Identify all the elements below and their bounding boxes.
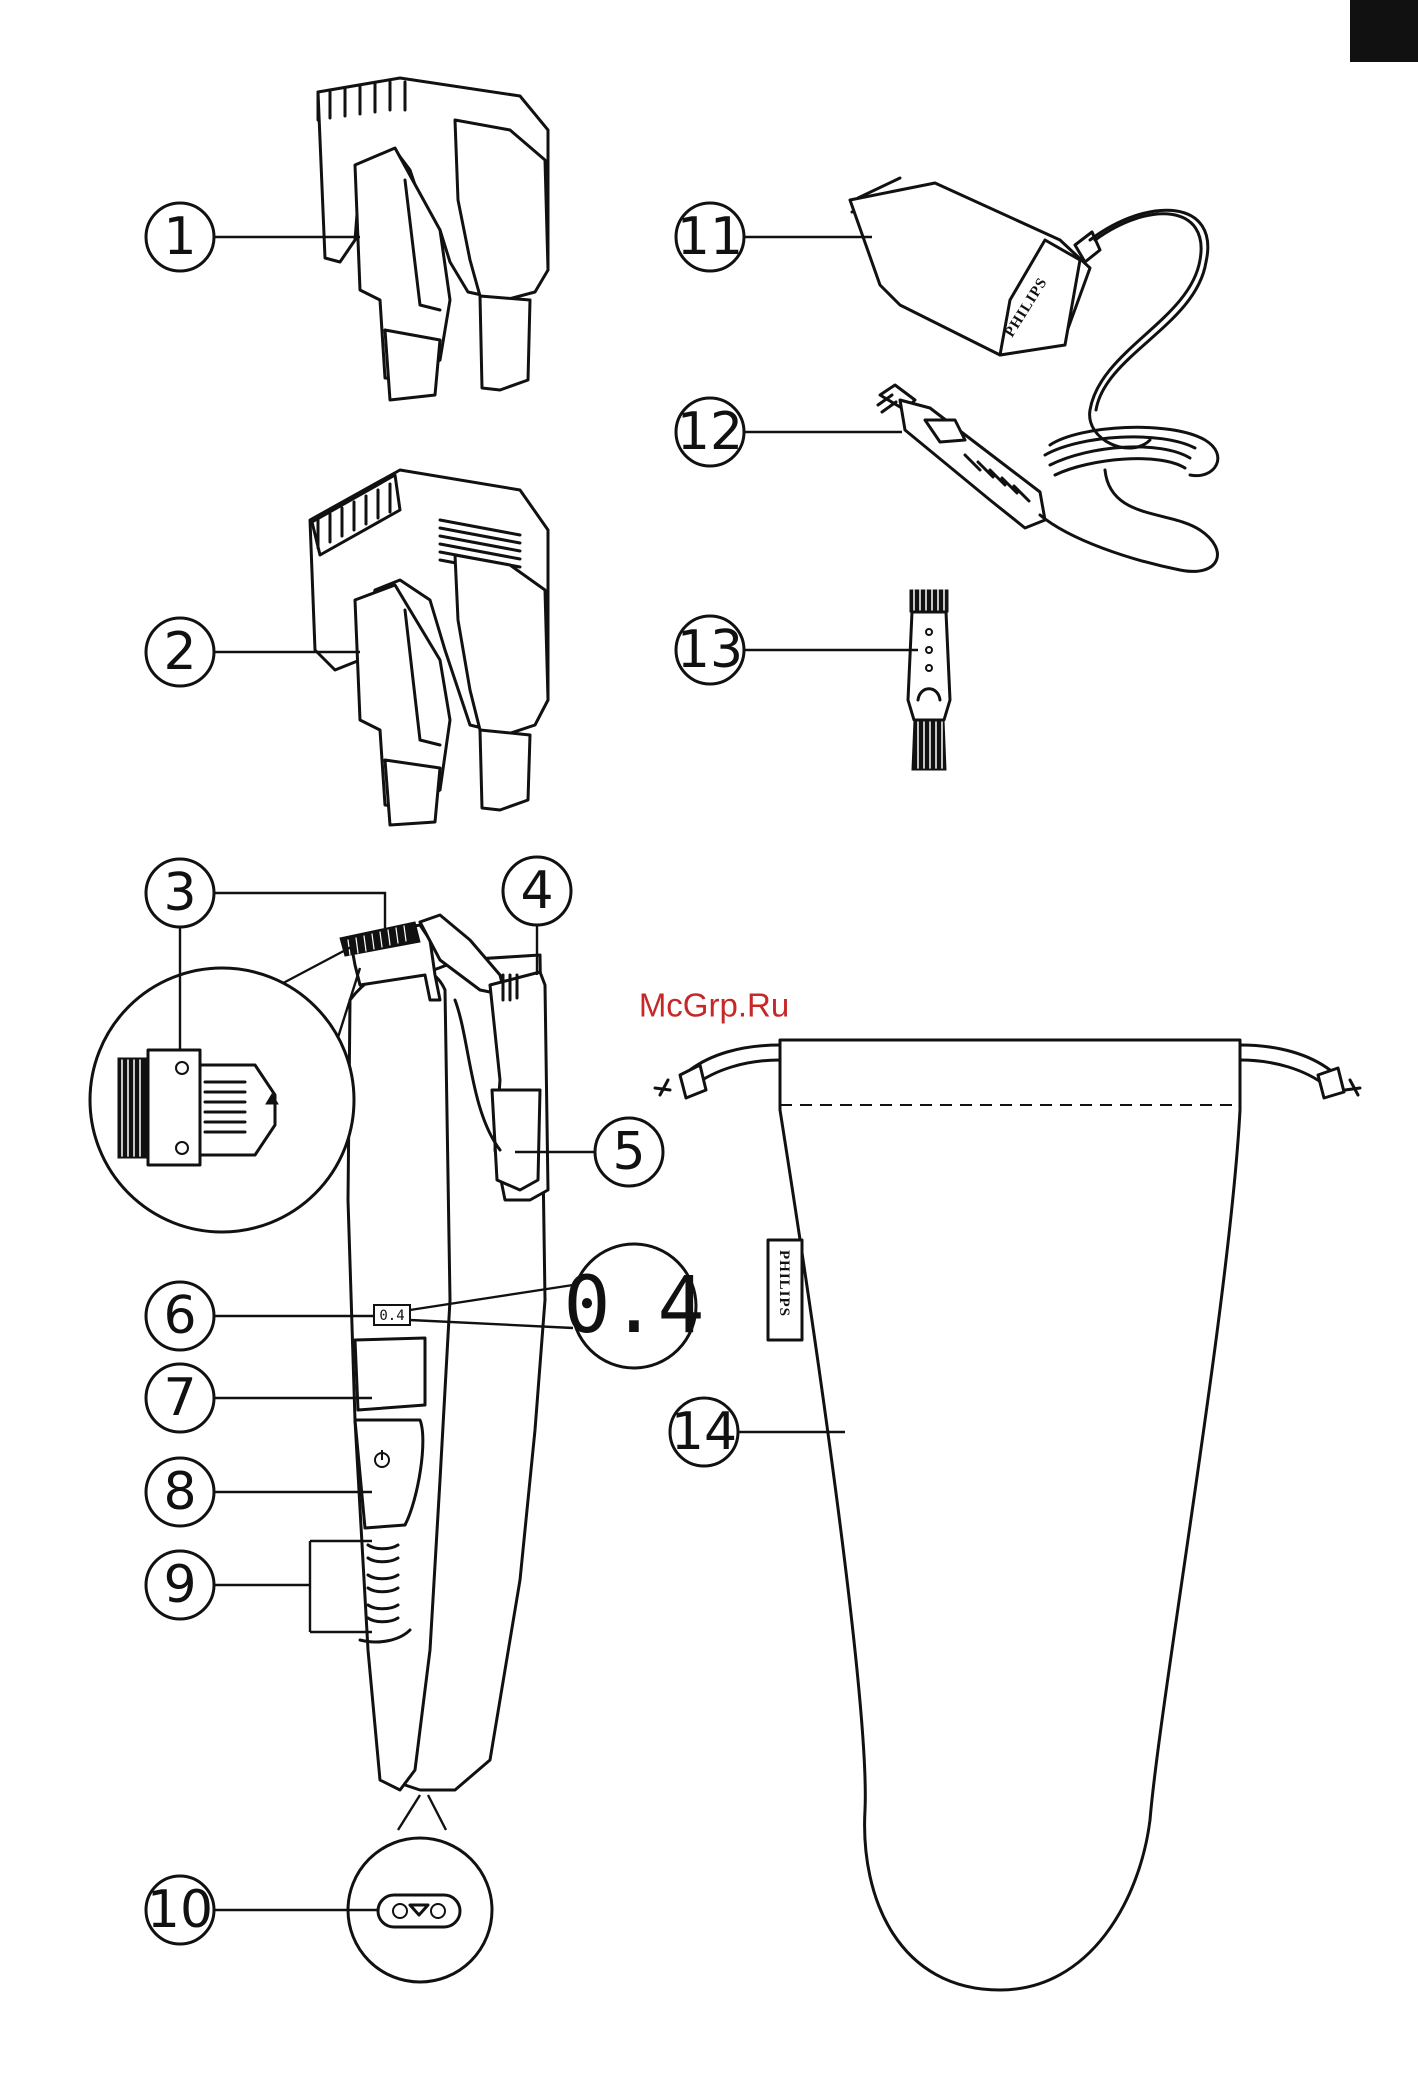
brush-illustration	[908, 590, 950, 770]
pouch-illustration: PHILIPS	[655, 1040, 1360, 1990]
corner-tab	[1350, 0, 1418, 62]
callout-8: 8	[163, 1462, 196, 1522]
callout-5: 5	[612, 1122, 645, 1182]
connector-illustration	[878, 385, 1218, 571]
socket-zoom-leader-a	[398, 1795, 420, 1830]
callout-10: 10	[147, 1880, 213, 1940]
callout-2: 2	[163, 622, 196, 682]
callout-6: 6	[163, 1286, 196, 1346]
device-display-value: 0.4	[379, 1308, 404, 1324]
display-zoom-value: 0.4	[564, 1261, 705, 1351]
leader-9	[213, 1541, 372, 1632]
callout-14: 14	[671, 1402, 737, 1462]
callout-13: 13	[677, 620, 743, 680]
socket-zoom-leader-b	[428, 1795, 446, 1830]
callout-12: 12	[677, 402, 743, 462]
trimmer-illustration: 0.4	[340, 915, 548, 1790]
callout-7: 7	[163, 1368, 196, 1428]
callout-3: 3	[163, 863, 196, 923]
pouch-brand: PHILIPS	[776, 1250, 792, 1317]
callout-9: 9	[163, 1555, 196, 1615]
comb-1-illustration	[318, 78, 548, 400]
callout-11: 11	[677, 207, 743, 267]
comb-2-illustration	[310, 470, 548, 825]
blade-zoom	[90, 968, 354, 1232]
watermark: McGrp.Ru	[639, 987, 789, 1024]
callout-1: 1	[163, 207, 196, 267]
callout-4: 4	[520, 861, 553, 921]
